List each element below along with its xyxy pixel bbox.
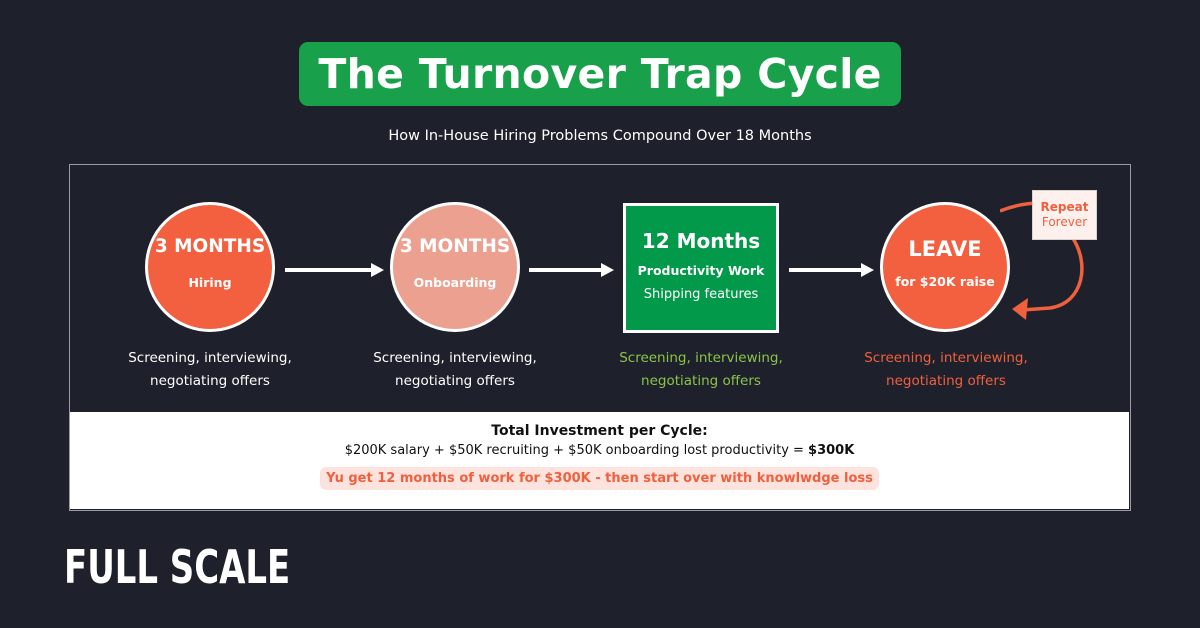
repeat-forever-label: Repeat Forever [1032,190,1097,240]
stage-sublabel: Shipping features [643,286,759,302]
stage-productivity-box: 12 Months Productivity Work Shipping fea… [623,203,779,333]
stage-onboarding-description: Screening, interviewing, negotiating off… [373,350,537,389]
page-title: The Turnover Trap Cycle [318,50,882,98]
stage-hiring-circle: 3 MONTHS Hiring [145,202,275,332]
stage-hiring-description: Screening, interviewing, negotiating off… [128,350,292,389]
stage-label: Onboarding [413,274,497,290]
summary-heading: Total Investment per Cycle: [491,423,708,439]
stage-duration: LEAVE [908,237,982,261]
stage-leave-circle: LEAVE for $20K raise [880,202,1010,332]
page-subtitle: How In-House Hiring Problems Compound Ov… [388,128,812,144]
stage-duration: 3 MONTHS [399,236,511,258]
title-banner: The Turnover Trap Cycle [299,42,901,106]
arrow-right-icon [529,263,614,277]
stage-label: Hiring [188,274,232,290]
stage-leave-description: Screening, interviewing, negotiating off… [864,350,1028,389]
stage-duration: 3 MONTHS [154,236,266,258]
summary-warning-badge: Yu get 12 months of work for $300K - the… [320,467,879,490]
stage-label: Productivity Work [637,262,765,278]
investment-summary: Total Investment per Cycle: $200K salary… [70,412,1129,509]
full-scale-logo: FULL SCALE [64,540,291,594]
cycle-panel: 3 MONTHS Hiring Screening, interviewing,… [69,164,1131,511]
arrow-right-icon [789,263,874,277]
summary-total: $300K [808,443,855,458]
stage-onboarding-circle: 3 MONTHS Onboarding [390,202,520,332]
stage-duration: 12 Months [641,228,761,253]
arrow-right-icon [285,263,384,277]
summary-formula: $200K salary + $50K recruiting + $50K on… [344,443,855,458]
stage-productivity-description: Screening, interviewing, negotiating off… [619,350,783,389]
stage-label: for $20K raise [895,274,995,289]
